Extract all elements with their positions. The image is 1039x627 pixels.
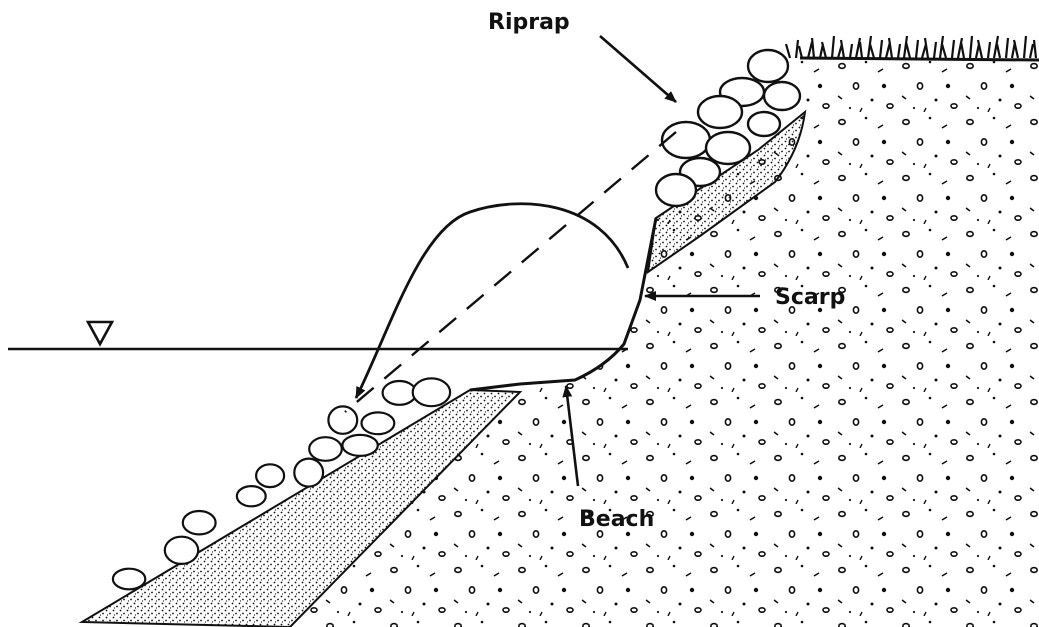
- riprap-leader-arrow: [600, 36, 676, 102]
- beach-label: Beach: [579, 507, 654, 532]
- riprap-stone: [237, 486, 266, 506]
- riprap-label: Riprap: [488, 10, 570, 35]
- riprap-stone: [183, 511, 216, 534]
- water-level-triangle-icon: [88, 322, 112, 344]
- riprap-stone: [362, 412, 395, 434]
- ground-surface-line: [800, 58, 1039, 60]
- riprap-stone: [309, 437, 342, 461]
- riprap-stone: [342, 435, 377, 456]
- riprap-stone: [165, 537, 198, 564]
- riprap-stone: [383, 381, 417, 405]
- riprap-stone: [256, 464, 284, 487]
- scarp-label: Scarp: [775, 285, 845, 310]
- riprap-stone: [328, 406, 357, 433]
- grass-tuft: [786, 36, 1036, 58]
- riprap-stone: [413, 378, 450, 406]
- riprap-stone: [294, 459, 323, 487]
- riprap-stone: [113, 569, 145, 590]
